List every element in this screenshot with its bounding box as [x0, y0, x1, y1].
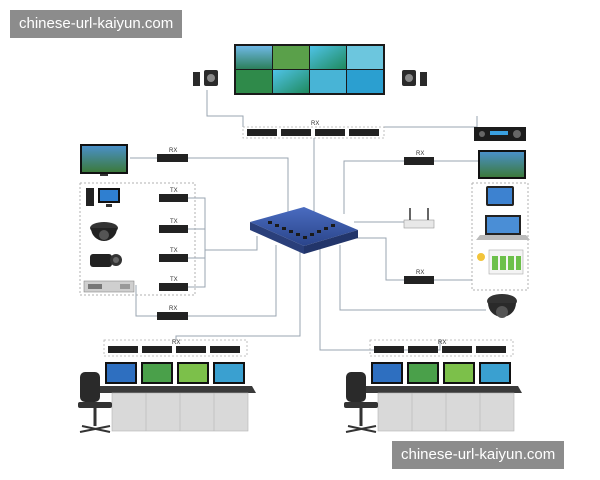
tv-right-icon — [478, 150, 526, 179]
right-console-rx-label: RX — [438, 340, 446, 346]
tx-dome-camera-label: TX — [170, 219, 178, 225]
desktop-pc-icon — [86, 188, 120, 207]
rx-right-control-unit — [404, 276, 434, 284]
rx-lower-left-unit — [157, 312, 188, 320]
network-switch-icon — [250, 207, 358, 254]
wifi-router-icon — [403, 208, 435, 229]
tablet-icon — [486, 186, 514, 206]
left-console-workstation — [96, 362, 256, 432]
extender-units — [157, 154, 434, 320]
video-wall — [234, 44, 385, 95]
left-console-rx-bar — [103, 339, 248, 357]
av-receiver-icon — [474, 127, 526, 141]
tv-left-icon — [80, 144, 128, 176]
tx-camcorder-unit — [159, 254, 188, 262]
rx-left-tv-unit — [157, 154, 188, 162]
watermark-bottom: chinese-url-kaiyun.com — [392, 441, 565, 469]
tx-nvr-unit — [159, 283, 188, 291]
top-rx-bar — [242, 126, 385, 139]
left-office-chair-icon — [78, 372, 112, 433]
tx-pc-label: TX — [170, 188, 178, 194]
tx-nvr-label: TX — [170, 277, 178, 283]
right-console-workstation — [362, 362, 522, 432]
laptop-icon — [476, 215, 530, 240]
right-office-chair-icon — [344, 372, 378, 433]
rx-right-control-label: RX — [416, 270, 424, 276]
smart-home-panel-icon — [477, 249, 524, 275]
top-rx-label: RX — [311, 121, 319, 127]
tx-pc-unit — [159, 194, 188, 202]
dome-camera-icon — [90, 222, 118, 241]
left-console-rx-label: RX — [172, 340, 180, 346]
connection-lines — [79, 90, 529, 351]
tx-dome-camera-unit — [159, 225, 188, 233]
nvr-recorder-icon — [83, 280, 135, 293]
camcorder-icon — [90, 254, 122, 267]
rx-left-tv-label: RX — [169, 148, 177, 154]
watermark-top: chinese-url-kaiyun.com — [10, 10, 183, 38]
rx-lower-left-label: RX — [169, 306, 177, 312]
right-console-rx-bar — [369, 339, 514, 357]
tx-camcorder-label: TX — [170, 248, 178, 254]
rx-right-tv-unit — [404, 157, 434, 165]
speaker-left-icon — [193, 70, 218, 86]
speaker-right-icon — [402, 70, 427, 86]
rx-right-tv-label: RX — [416, 151, 424, 157]
right-dome-camera-icon — [487, 294, 517, 318]
